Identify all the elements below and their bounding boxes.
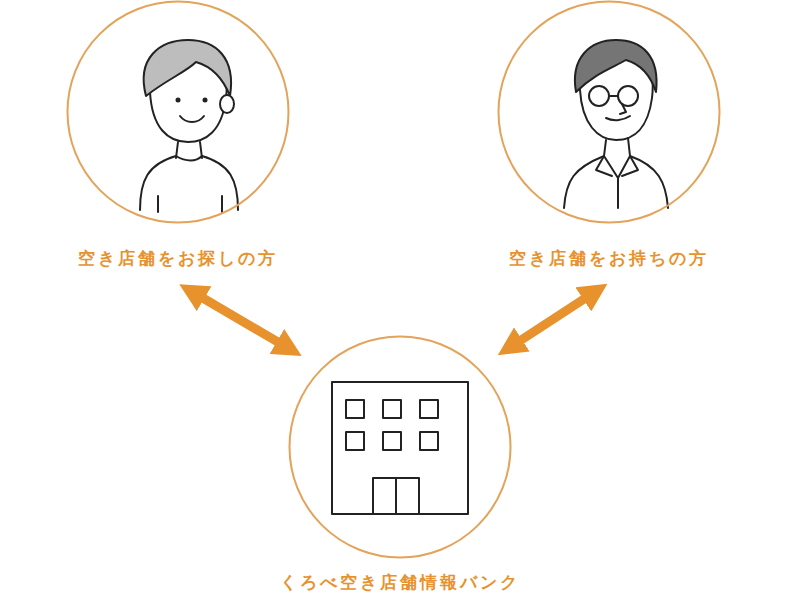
circle-node: くろべ空き店舗情報バンク bbox=[288, 335, 512, 594]
person-owner bbox=[564, 40, 668, 208]
circle-node: 空き店舗をお持ちの方 bbox=[497, 0, 721, 270]
double-arrow bbox=[507, 290, 597, 349]
circle-outline bbox=[497, 0, 721, 224]
node-label: くろべ空き店舗情報バンク bbox=[248, 571, 552, 594]
person-seeker bbox=[140, 40, 238, 212]
circle-outline bbox=[288, 335, 512, 559]
circle-node: 空き店舗をお探しの方 bbox=[66, 0, 290, 270]
building-icon bbox=[332, 382, 468, 514]
double-arrow bbox=[189, 290, 292, 350]
node-label: 空き店舗をお持ちの方 bbox=[457, 247, 761, 270]
node-label: 空き店舗をお探しの方 bbox=[26, 247, 330, 270]
circle-outline bbox=[66, 0, 290, 224]
